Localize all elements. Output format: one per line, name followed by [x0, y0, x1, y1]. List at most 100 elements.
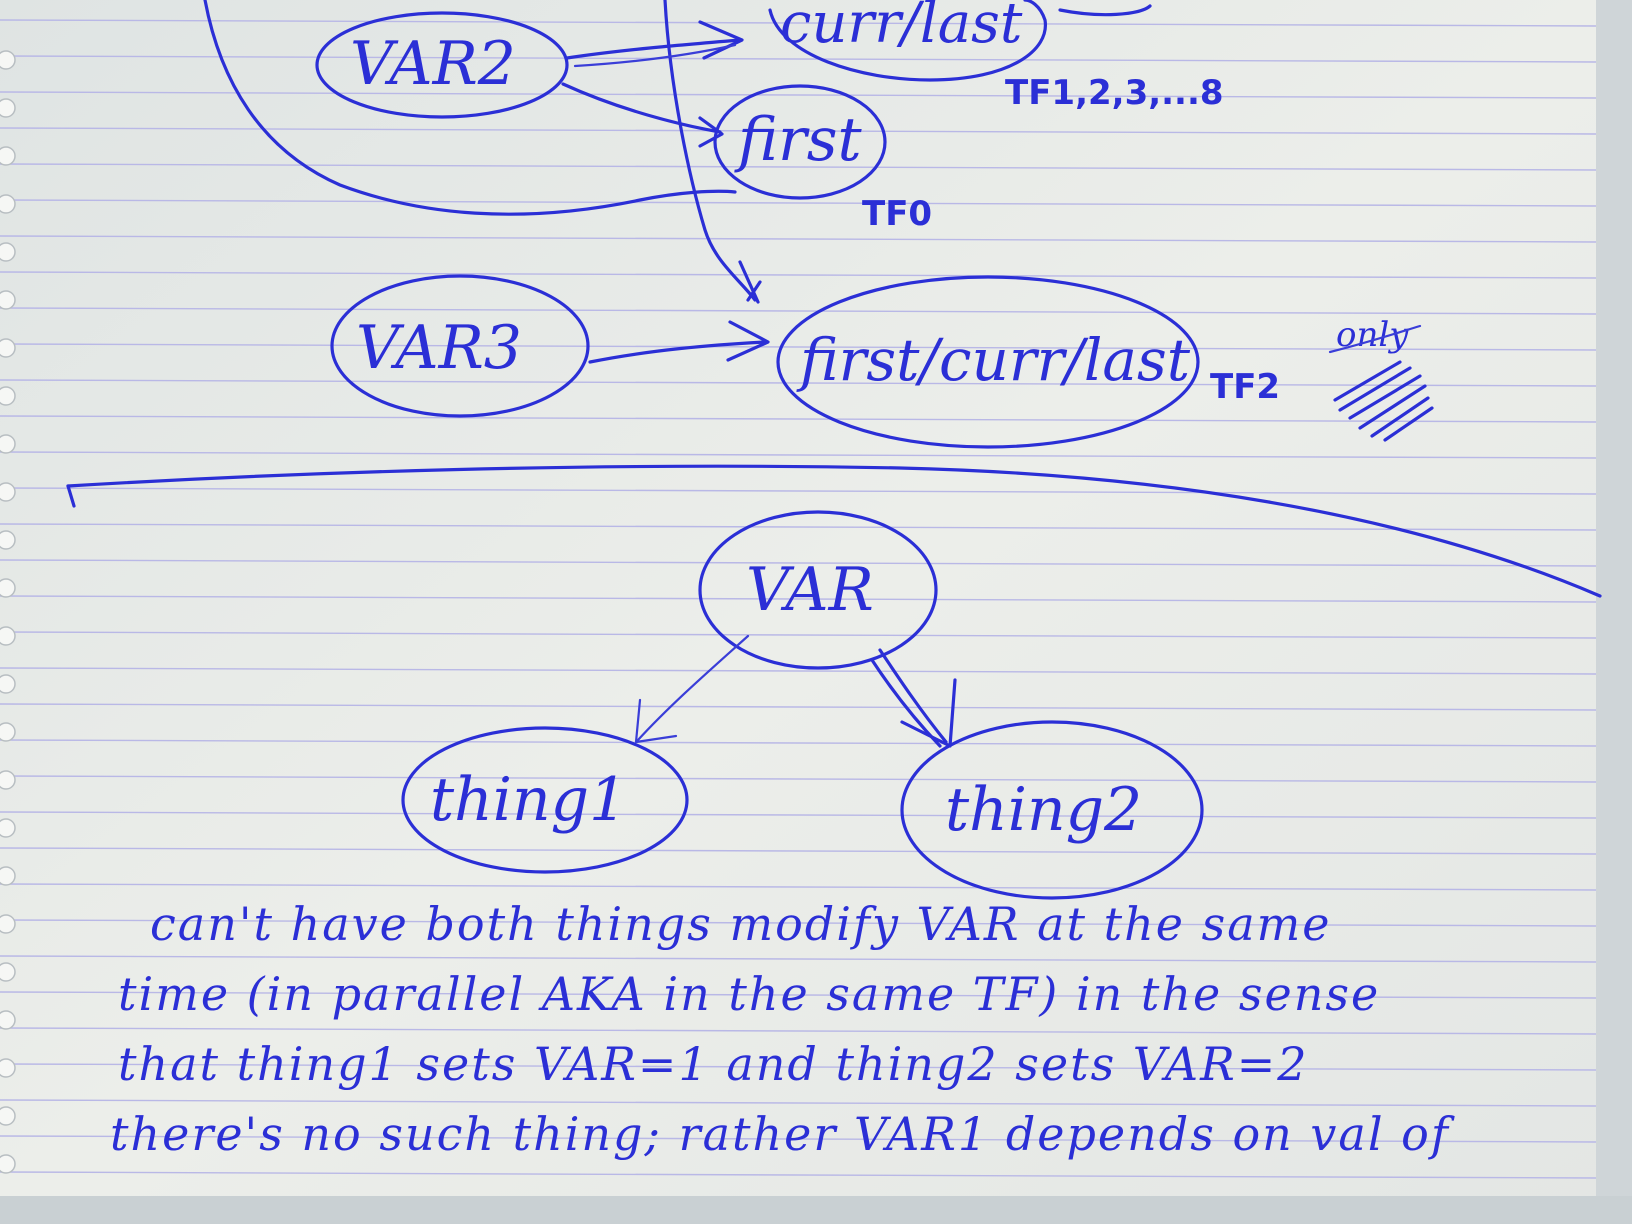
spiral-holes [0, 50, 16, 1174]
spiral-hole [0, 242, 16, 262]
spiral-hole [0, 578, 16, 598]
spiral-hole [0, 674, 16, 694]
var3-label: VAR3 [356, 313, 522, 383]
arrowhead-first [698, 116, 724, 148]
divider-hook [66, 484, 76, 508]
spiral-hole [0, 386, 16, 406]
only-underline [1328, 324, 1422, 354]
arrow-var2-curr-last [565, 38, 742, 60]
ruled-line [0, 595, 1597, 603]
spiral-hole [0, 1106, 16, 1126]
ruled-line [0, 1135, 1597, 1143]
spiral-hole [0, 482, 16, 502]
spiral-hole [0, 50, 16, 70]
ruled-line [0, 343, 1597, 351]
ruled-line [0, 883, 1597, 891]
page-edge-shadow [1596, 0, 1632, 1224]
ruled-line [0, 307, 1597, 315]
spiral-hole [0, 338, 16, 358]
arrow-var2-first [561, 82, 722, 134]
only-label: only [1336, 315, 1409, 355]
ruled-line [0, 811, 1597, 819]
arrow-var-thing2 [878, 648, 948, 744]
first-label: first [734, 105, 862, 175]
loop-curve [203, 0, 737, 216]
ruled-line [0, 739, 1597, 747]
thing2-node [900, 720, 1204, 900]
spiral-hole [0, 434, 16, 454]
ruled-line [0, 91, 1597, 99]
spiral-hole [0, 290, 16, 310]
tf0-label: TF0 [862, 194, 932, 234]
first-curr-last-label: first/curr/last [796, 326, 1191, 394]
spiral-hole [0, 1010, 16, 1030]
top-right-stroke [1058, 4, 1152, 17]
spiral-hole [0, 626, 16, 646]
note-line: time (in parallel AKA in the same TF) in… [118, 967, 1380, 1021]
ruled-line [0, 703, 1597, 711]
first-curr-last-node [776, 275, 1200, 449]
ruled-line [0, 271, 1597, 279]
spiral-hole [0, 1058, 16, 1078]
spiral-hole [0, 818, 16, 838]
var2-label: VAR2 [350, 29, 516, 99]
ruled-line [0, 955, 1597, 963]
thing2-label: thing2 [945, 775, 1142, 845]
tf2-label: TF2 [1210, 367, 1280, 407]
arrowhead-first-curr-last [726, 320, 770, 362]
spiral-hole [0, 722, 16, 742]
spiral-hole [0, 770, 16, 790]
ruled-line [0, 127, 1597, 135]
var-label: VAR [746, 555, 874, 625]
arrowhead-curr-last [698, 20, 744, 60]
note-block: can't have both things modify VAR at the… [110, 897, 1453, 1161]
ruled-line [0, 379, 1597, 387]
ruled-line [0, 451, 1597, 459]
ruled-line [0, 991, 1597, 999]
curr-last-node [768, 0, 1047, 82]
spiral-hole [0, 98, 16, 118]
ruled-line [0, 199, 1597, 207]
var-node [698, 510, 938, 670]
spiral-hole [0, 962, 16, 982]
ruled-line [0, 631, 1597, 639]
ruled-lines [0, 19, 1597, 1179]
spiral-hole [0, 914, 16, 934]
ruled-line [0, 55, 1597, 63]
spiral-hole [0, 866, 16, 886]
ruled-line [0, 847, 1597, 855]
spiral-hole [0, 1154, 16, 1174]
arrow-var3-first-curr-last [588, 340, 767, 364]
ruled-line [0, 775, 1597, 783]
spiral-hole [0, 530, 16, 550]
divider-line [66, 464, 1602, 598]
arrow-var-thing1 [636, 634, 750, 742]
descending-curve [663, 0, 757, 302]
arrow-var2-curr-last-2 [573, 43, 737, 68]
spiral-hole [0, 146, 16, 166]
ruled-line [0, 667, 1597, 675]
var3-node [330, 274, 590, 418]
thing1-node [401, 726, 689, 874]
note-line: that thing1 sets VAR=1 and thing2 sets V… [118, 1037, 1309, 1091]
ruled-line [0, 487, 1597, 495]
ruled-line [0, 235, 1597, 243]
ruled-line [0, 1099, 1597, 1107]
arrowhead-thing2 [900, 678, 957, 748]
arrowhead-thing1 [634, 698, 678, 744]
ruled-line [0, 1027, 1597, 1035]
curr-last-label: curr/last [780, 0, 1023, 56]
ruled-line [0, 523, 1597, 531]
first-node [713, 84, 887, 200]
tf-range-label: TF1,2,3,...8 [1005, 73, 1224, 113]
spiral-hole [0, 194, 16, 214]
var2-node [315, 11, 569, 119]
ruled-line [0, 19, 1597, 27]
ruled-line [0, 1063, 1597, 1071]
note-line: can't have both things modify VAR at the… [150, 897, 1332, 951]
descending-arrowhead [738, 260, 762, 304]
bottom-edge [0, 1196, 1632, 1224]
